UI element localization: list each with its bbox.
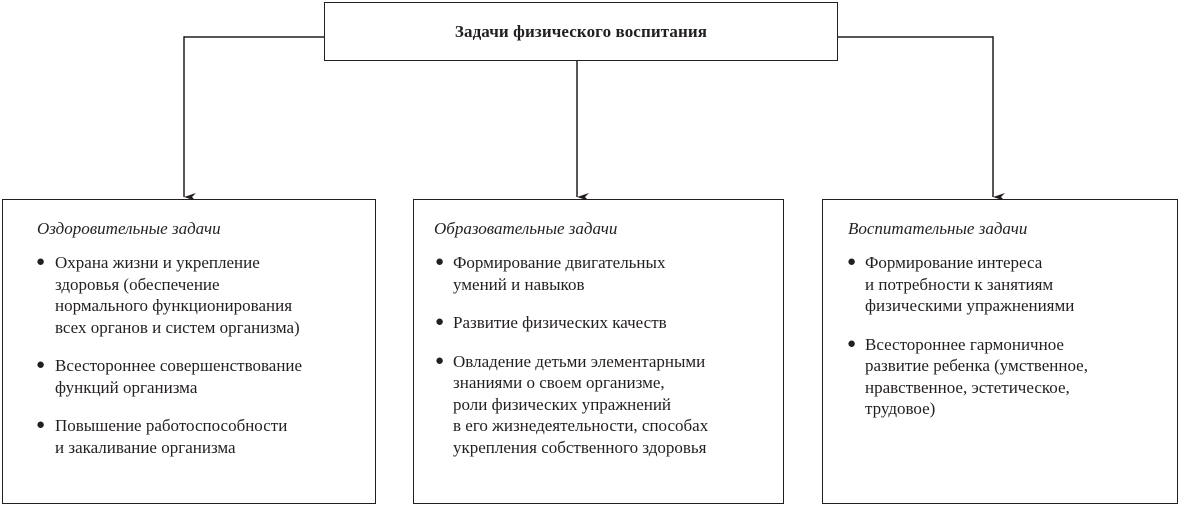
bullet-icon: ● <box>435 314 445 330</box>
column-title: Образовательные задачи <box>434 219 618 238</box>
bullet-icon: ● <box>847 254 857 270</box>
root-node: Задачи физического воспитания <box>324 2 838 61</box>
column-title: Воспитательные задачи <box>848 219 1028 238</box>
bullet-icon: ● <box>435 254 445 270</box>
bullet-icon: ● <box>36 254 46 270</box>
column-upbringing-tasks: Воспитательные задачи ●Формирование инте… <box>822 199 1178 504</box>
bullet-icon: ● <box>847 335 857 352</box>
bullet-icon: ● <box>36 357 46 373</box>
column-title: Оздоровительные задачи <box>37 219 221 238</box>
root-title: Задачи физического воспитания <box>454 21 708 41</box>
column-health-tasks: Оздоровительные задачи ●Охрана жизни и у… <box>2 199 376 504</box>
column-educational-tasks: Образовательные задачи ●Формирование дви… <box>413 199 784 504</box>
bullet-icon: ● <box>435 352 445 369</box>
bullet-icon: ● <box>36 417 46 433</box>
list-item: ●Развитие физических качеств <box>435 313 667 332</box>
